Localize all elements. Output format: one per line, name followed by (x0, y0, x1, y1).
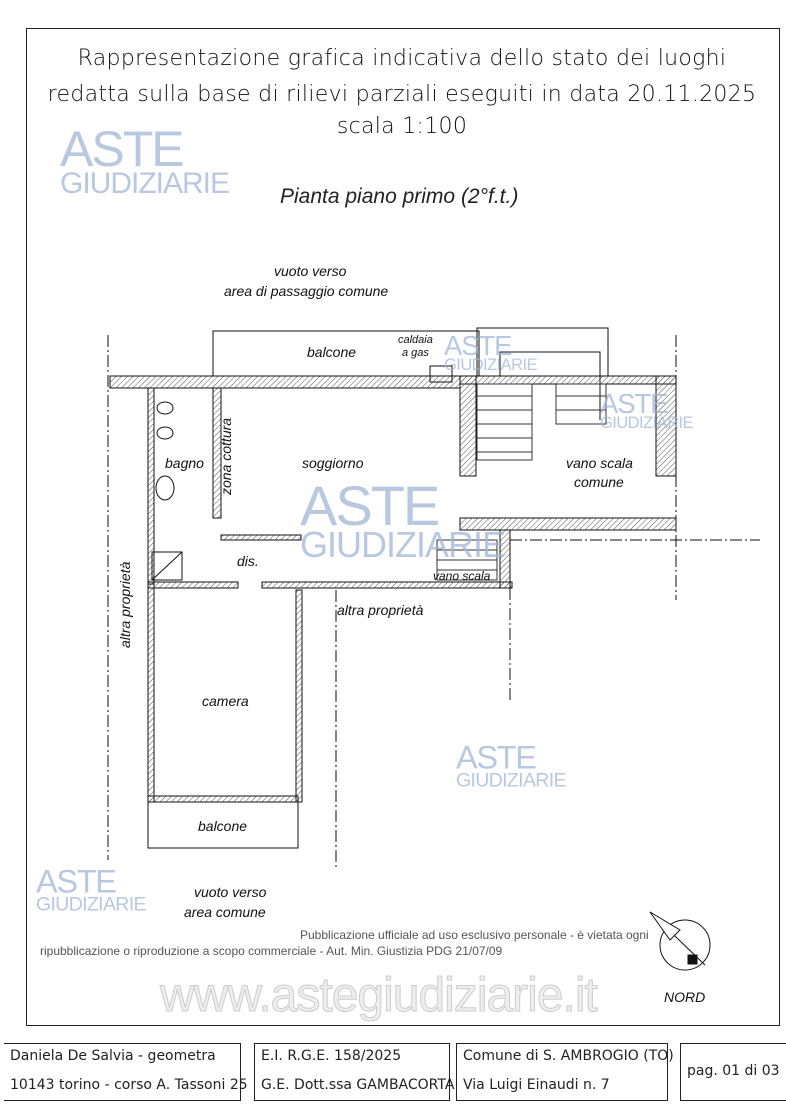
label-balcone-bottom: balcone (198, 818, 248, 834)
label-a-gas: a gas (402, 347, 429, 359)
label-caldaia: caldaia (398, 334, 433, 346)
footer-judge: G.E. Dott.ssa GAMBACORTA (261, 1077, 455, 1093)
label-comune: comune (574, 474, 624, 490)
footer-page: pag. 01 di 03 (687, 1063, 780, 1079)
footer-address: 10143 torino - corso A. Tassoni 25 (10, 1077, 248, 1093)
footer-procedure-box: E.I. R.G.E. 158/2025 G.E. Dott.ssa GAMBA… (254, 1043, 454, 1101)
label-soggiorno: soggiorno (302, 455, 364, 471)
header-scale: scala 1:100 (336, 114, 468, 139)
wall-north (109, 375, 461, 389)
north-compass-icon (649, 911, 711, 971)
label-vano-scala: vano scala (433, 569, 491, 583)
label-vuoto-top: vuoto verso (274, 263, 347, 279)
footer-location-box: Comune di S. AMBROGIO (TO) Via Luigi Ein… (456, 1043, 674, 1101)
label-altra-proprieta-left: altra proprietà (117, 561, 133, 648)
footer-street: Via Luigi Einaudi n. 7 (463, 1077, 610, 1093)
label-area-top: area di passaggio comune (224, 283, 389, 299)
label-vuoto-bottom: vuoto verso (194, 884, 267, 900)
footer-procedure: E.I. R.G.E. 158/2025 (261, 1048, 402, 1064)
plan-title: Pianta piano primo (2°f.t.) (280, 185, 519, 208)
header-line-1: Rappresentazione grafica indicativa dell… (77, 46, 727, 71)
header-line-2: redatta sulla base di rilievi parziali e… (47, 82, 757, 107)
label-dis: dis. (237, 553, 259, 569)
label-nord: NORD (664, 989, 706, 1005)
label-vano-scala-comune: vano scala (566, 455, 633, 471)
balcony-bottom (147, 801, 299, 849)
footer-comune: Comune di S. AMBROGIO (TO) (463, 1048, 674, 1064)
drawing-frame (26, 28, 780, 1026)
label-zona-cottura: zona cottura (218, 417, 234, 495)
label-bagno: bagno (165, 455, 204, 471)
footer-author: Daniela De Salvia - geometra (10, 1048, 216, 1064)
label-camera: camera (202, 693, 249, 709)
watermark-notice-1: Pubblicazione ufficiale ad uso esclusivo… (300, 928, 649, 942)
label-altra-proprieta-right: altra proprietà (337, 602, 424, 618)
watermark-notice-2: ripubblicazione o riproduzione a scopo c… (40, 944, 503, 958)
label-balcone-top: balcone (307, 344, 357, 360)
footer-page-box: pag. 01 di 03 (680, 1043, 786, 1101)
wall-north-east (459, 375, 677, 385)
label-area-bottom: area comune (184, 904, 266, 920)
watermark-site: www.astegiudiziarie.it (160, 969, 599, 1023)
footer-author-box: Daniela De Salvia - geometra 10143 torin… (4, 1043, 248, 1101)
